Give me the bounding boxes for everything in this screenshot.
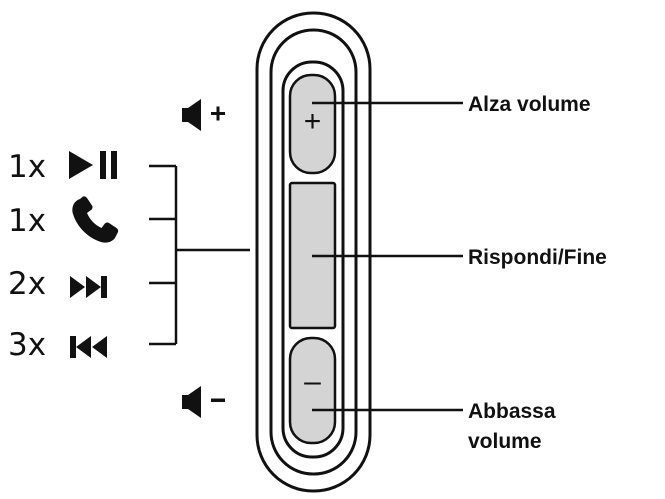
press-count-play-pause: 1x	[8, 149, 46, 185]
answer-end-label: Rispondi/Fine	[468, 246, 607, 269]
play-pause-icon	[69, 151, 117, 179]
press-actions-bracket	[149, 164, 250, 346]
press-count-next: 2x	[8, 266, 46, 302]
volume-up-button[interactable]	[288, 73, 337, 175]
volume-up-label: Alza volume	[468, 93, 591, 116]
volume-down-label-line1: Abbassa	[468, 400, 556, 423]
press-count-answer: 1x	[8, 203, 46, 239]
phone-icon	[72, 196, 119, 243]
volume-down-label-line2: volume	[468, 430, 542, 453]
previous-track-icon	[70, 336, 107, 358]
speaker-plus-icon	[182, 99, 225, 131]
volume-down-button-symbol: –	[304, 365, 321, 398]
next-track-icon	[70, 276, 107, 298]
speaker-minus-icon	[182, 386, 225, 418]
volume-up-button-symbol: +	[304, 105, 322, 138]
volume-down-button[interactable]	[288, 336, 337, 445]
press-count-previous: 3x	[8, 327, 46, 363]
